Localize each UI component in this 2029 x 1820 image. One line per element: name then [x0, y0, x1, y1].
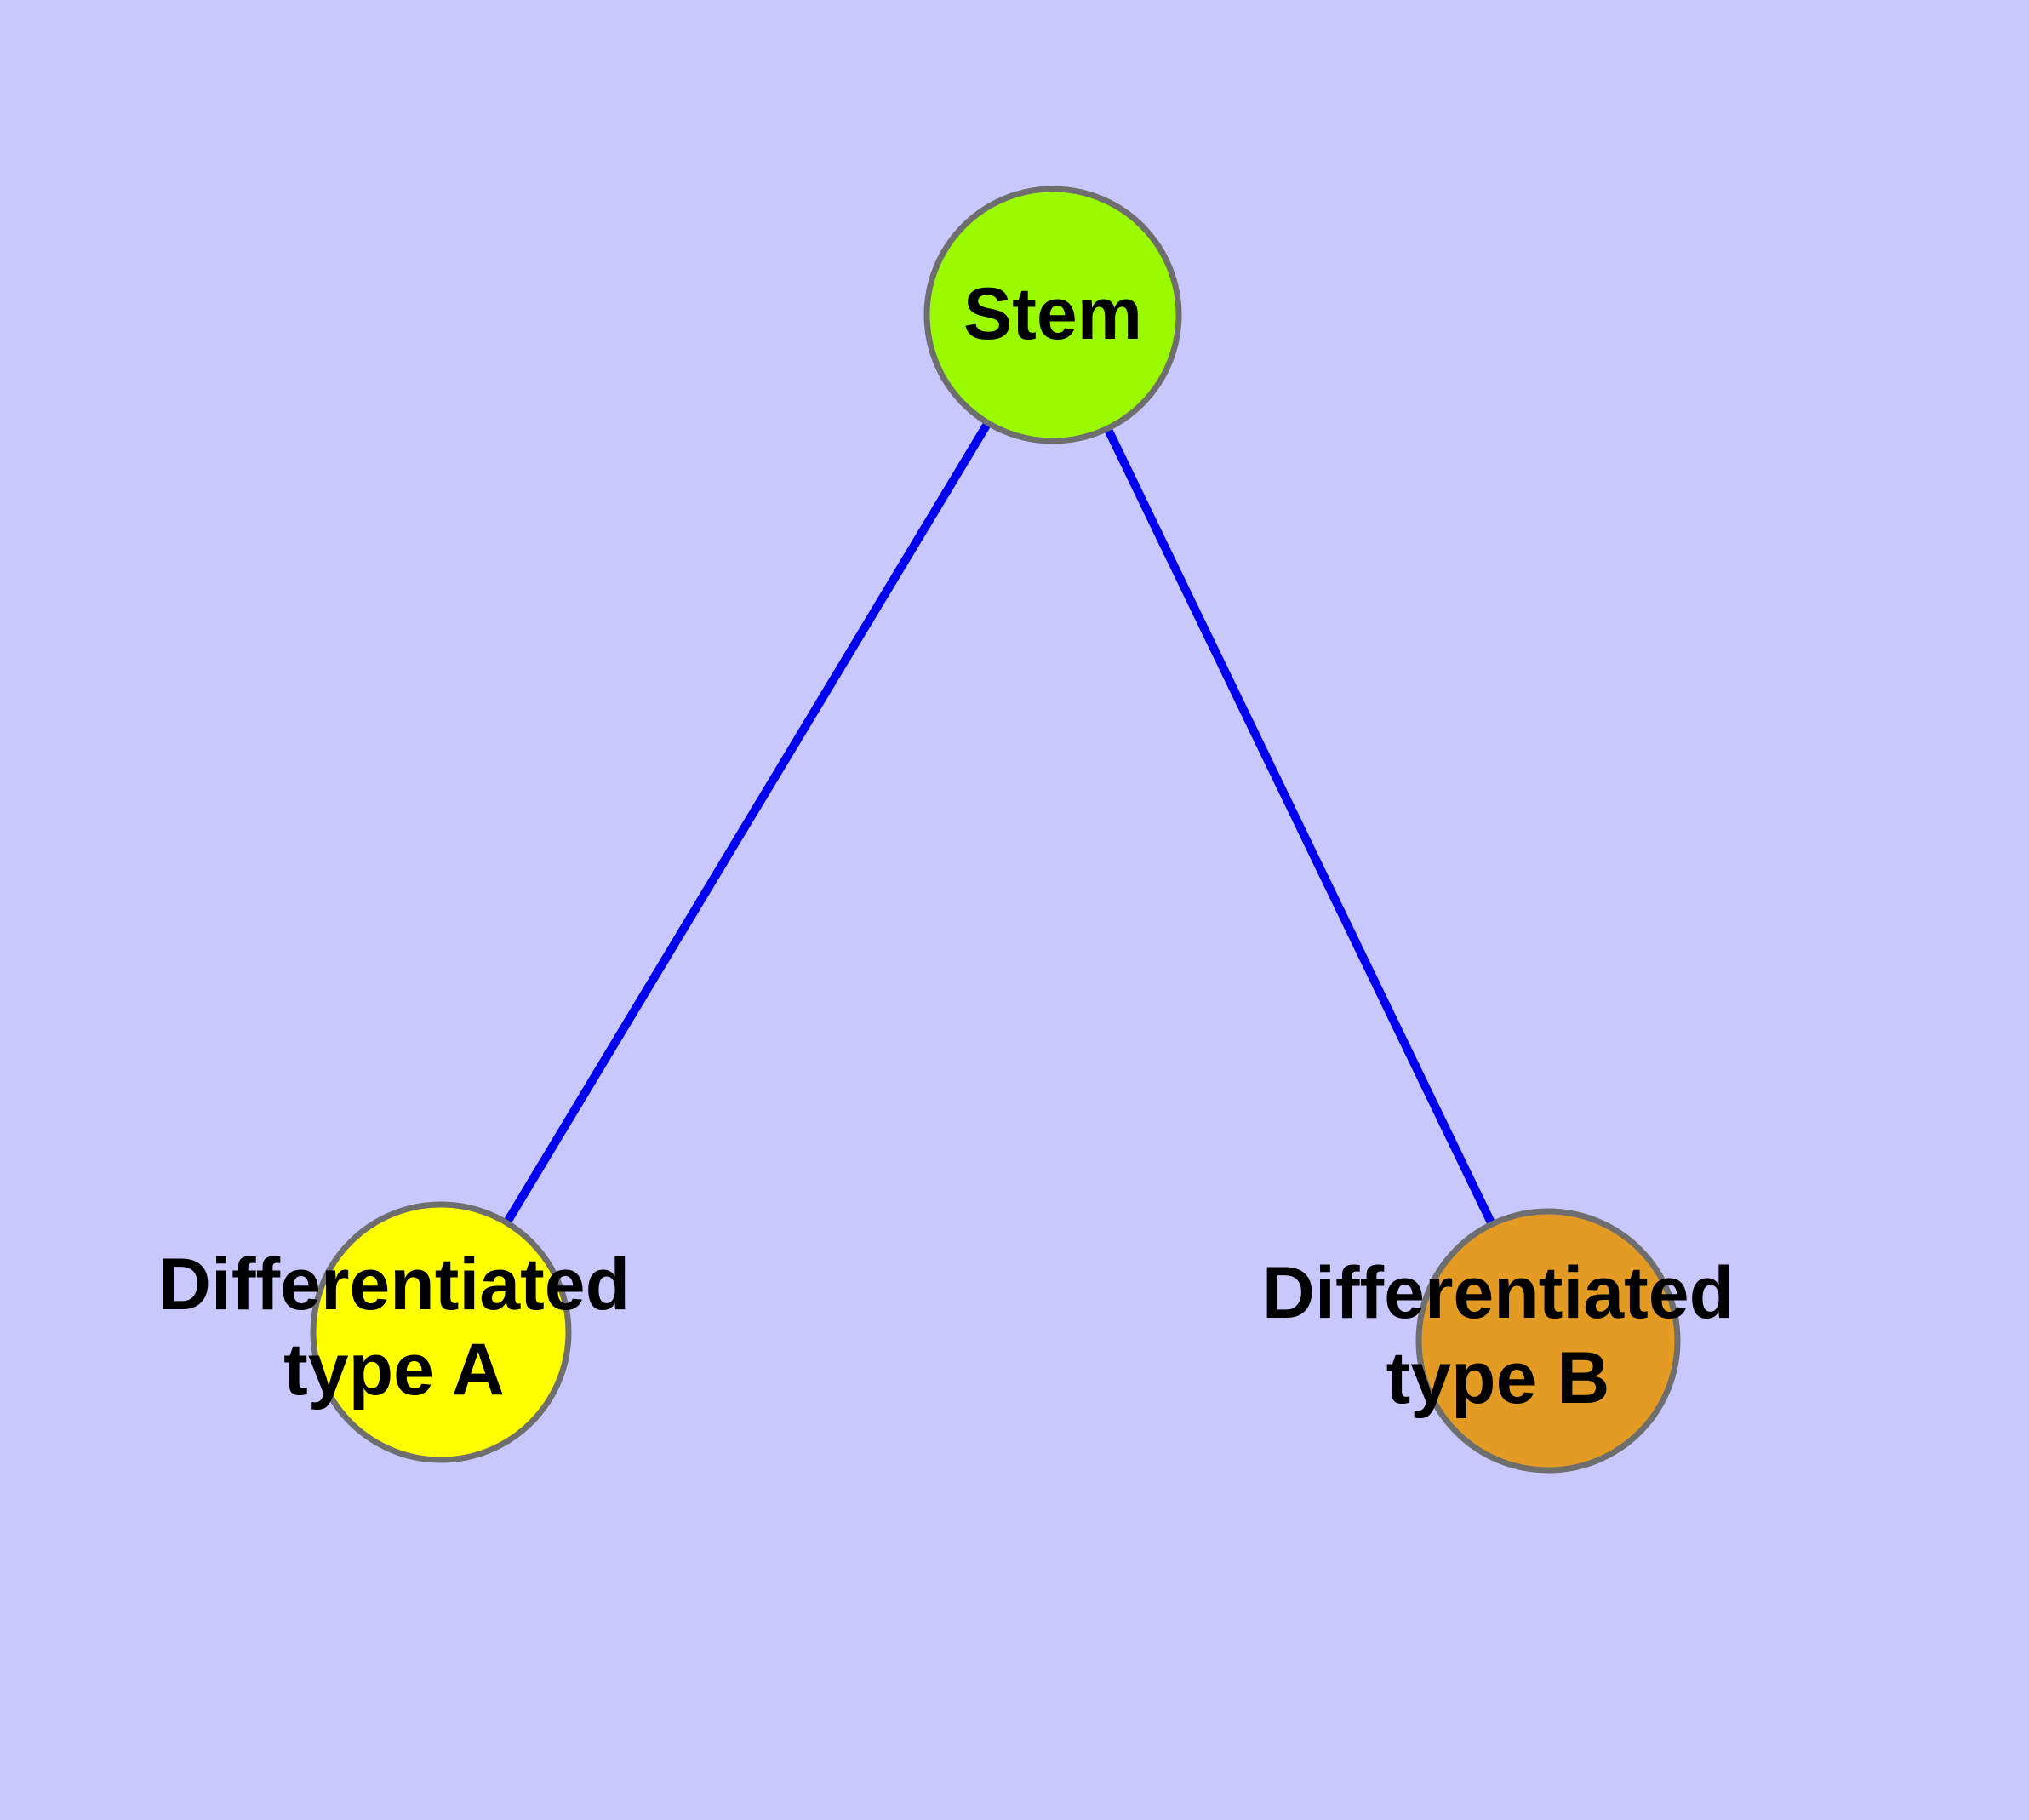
edge-stem-to-differentiated-type-b[interactable]	[1049, 312, 1552, 1343]
node-circle-differentiated-type-b[interactable]	[1415, 1208, 1681, 1474]
node-label-line: type B	[1386, 1337, 1610, 1419]
node-circle-differentiated-type-a[interactable]	[310, 1201, 572, 1463]
node-label-line: Differentiated	[158, 1244, 630, 1325]
node-stem[interactable]	[923, 186, 1182, 444]
nodes-layer	[310, 186, 1681, 1474]
node-label-stem: Stem	[963, 273, 1142, 355]
node-circle-stem[interactable]	[923, 186, 1182, 444]
node-differentiated-type-a[interactable]	[310, 1201, 572, 1463]
node-label-line: Differentiated	[1262, 1252, 1734, 1334]
edges-layer	[437, 312, 1552, 1343]
node-label-line: type A	[283, 1329, 505, 1411]
edge-stem-to-differentiated-type-a[interactable]	[437, 312, 1057, 1335]
node-differentiated-type-b[interactable]	[1415, 1208, 1681, 1474]
node-label-line: Stem	[963, 273, 1142, 355]
